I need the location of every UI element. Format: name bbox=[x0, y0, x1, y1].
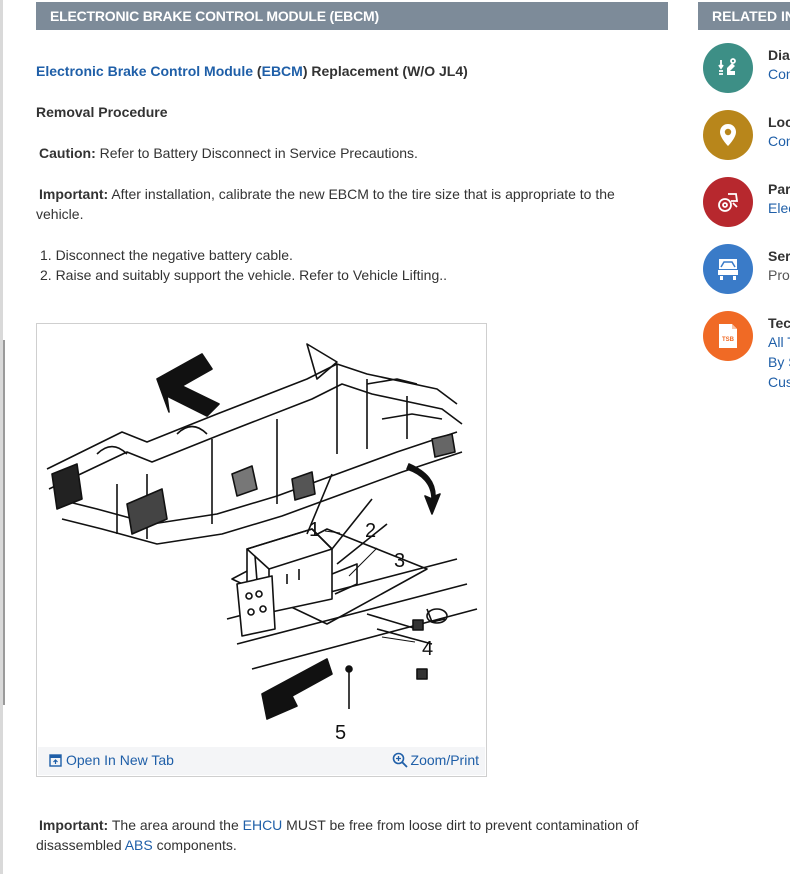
callout-2: 2 bbox=[365, 520, 376, 542]
caution-text: Refer to Battery Disconnect in Service P… bbox=[95, 145, 418, 161]
caution-label: Caution: bbox=[39, 145, 96, 161]
related-title-parts: Par bbox=[768, 181, 790, 197]
callout-3: 3 bbox=[394, 550, 405, 572]
related-info-header: RELATED INFO bbox=[698, 2, 790, 30]
caution-note: Caution: Refer to Battery Disconnect in … bbox=[39, 143, 418, 163]
step-1: 1. Disconnect the negative battery cable… bbox=[40, 247, 293, 263]
important-text-1: After installation, calibrate the new EB… bbox=[36, 186, 615, 222]
related-sub-parts[interactable]: Elec bbox=[768, 200, 790, 216]
figure-footer: Open In New Tab Zoom/Print bbox=[38, 747, 485, 775]
zoom-print-link[interactable]: Zoom/Print bbox=[392, 752, 479, 768]
tsb-icon-text: TSB bbox=[722, 337, 735, 343]
important-label-2: Important: bbox=[39, 817, 109, 833]
open-in-new-tab-label: Open In New Tab bbox=[66, 752, 174, 768]
ebcm-abbr-link[interactable]: EBCM bbox=[261, 63, 303, 79]
important-note-2: Important: The area around the EHCU MUST… bbox=[36, 815, 676, 855]
direction-arrow-top bbox=[156, 353, 220, 417]
related-title-service: Ser bbox=[768, 248, 790, 264]
related-sub-diagnostic[interactable]: Con bbox=[768, 66, 790, 82]
direction-arrow-bottom bbox=[261, 658, 333, 720]
title-paren: ( bbox=[253, 63, 262, 79]
callout-4: 4 bbox=[422, 638, 433, 660]
procedure-title: Electronic Brake Control Module (EBCM) R… bbox=[36, 63, 468, 79]
abs-link[interactable]: ABS bbox=[124, 837, 153, 853]
related-item-location[interactable]: Loc Con bbox=[703, 110, 790, 162]
parts-icon bbox=[703, 177, 753, 227]
related-title-diagnostic: Diag bbox=[768, 47, 790, 63]
related-sub-tsb-cus[interactable]: Cus bbox=[768, 374, 790, 390]
open-tab-icon bbox=[49, 753, 62, 767]
related-title-location: Loc bbox=[768, 114, 790, 130]
related-sub-tsb-by[interactable]: By S bbox=[768, 354, 790, 370]
related-sub-tsb-all[interactable]: All T bbox=[768, 334, 790, 350]
tsb-icon: TSB bbox=[703, 311, 753, 361]
important-text-2c: components. bbox=[152, 837, 237, 853]
related-title-tsb: Tec bbox=[768, 315, 790, 331]
left-scrollbar-thumb[interactable] bbox=[3, 340, 5, 705]
left-scroll-edge bbox=[0, 0, 3, 874]
title-rest: ) Replacement (W/O JL4) bbox=[302, 63, 468, 79]
service-icon bbox=[703, 244, 753, 294]
important-text-2a: The area around the bbox=[108, 817, 243, 833]
related-item-diagnostic[interactable]: Diag Con bbox=[703, 43, 790, 95]
important-text-2b: MUST be free from loose dirt to prevent … bbox=[36, 817, 639, 853]
diagnostic-icon bbox=[703, 43, 753, 93]
callout-1: 1 bbox=[309, 519, 320, 541]
related-item-service[interactable]: Ser Pro bbox=[703, 244, 790, 296]
related-sub-location[interactable]: Con bbox=[768, 133, 790, 149]
related-item-tsb[interactable]: TSB Tec All T By S Cus bbox=[703, 311, 790, 391]
step-2: 2. Raise and suitably support the vehicl… bbox=[40, 267, 448, 283]
open-in-new-tab-link[interactable]: Open In New Tab bbox=[49, 752, 174, 768]
ehcu-link[interactable]: EHCU bbox=[242, 817, 283, 833]
zoom-print-label: Zoom/Print bbox=[410, 752, 479, 768]
related-sub-service: Pro bbox=[768, 267, 790, 283]
ebcm-link[interactable]: Electronic Brake Control Module bbox=[36, 63, 254, 79]
important-label-1: Important: bbox=[39, 186, 109, 202]
important-note-1: Important: After installation, calibrate… bbox=[36, 184, 636, 224]
callout-5: 5 bbox=[335, 722, 346, 744]
removal-procedure-heading: Removal Procedure bbox=[36, 104, 168, 120]
location-pin-icon bbox=[703, 110, 753, 160]
frame-diagram: 1 2 3 4 5 bbox=[46, 343, 478, 744]
section-header: ELECTRONIC BRAKE CONTROL MODULE (EBCM) bbox=[36, 2, 668, 30]
zoom-arrow bbox=[406, 463, 441, 515]
zoom-icon bbox=[392, 752, 408, 768]
related-item-parts[interactable]: Par Elec bbox=[703, 177, 790, 229]
figure-box: 1 2 3 4 5 Open In New Tab Zoom/Print bbox=[36, 323, 487, 777]
